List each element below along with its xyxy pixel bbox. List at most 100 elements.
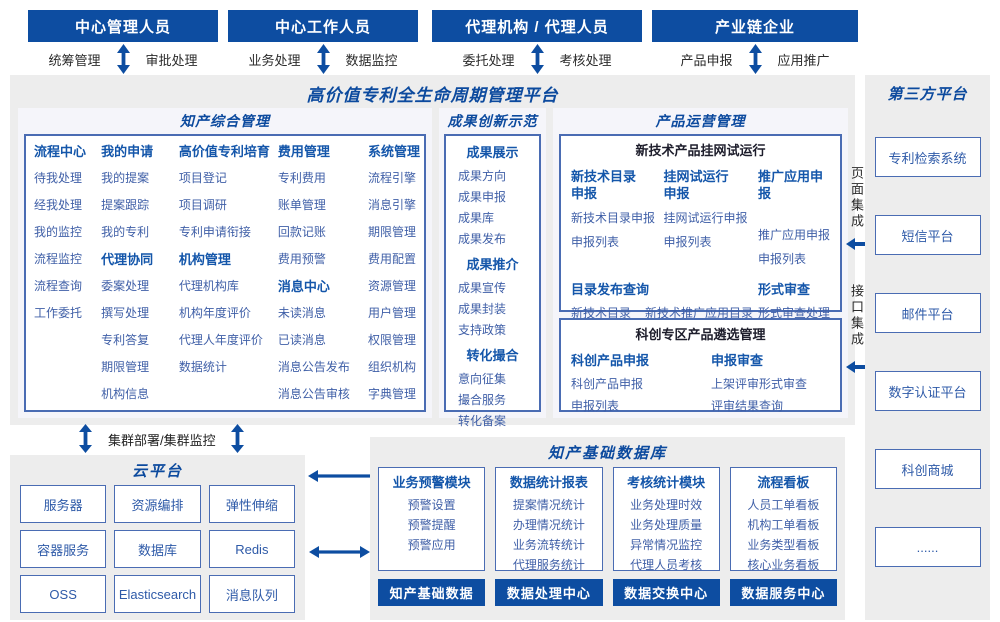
menu-item: 新技术推广应用目录: [645, 306, 754, 320]
vertical-double-arrow-icon: [116, 44, 130, 74]
menu-item: 申报列表: [757, 252, 806, 266]
menu-column: 费用管理 专利费用账单管理回款记账费用预警 消息中心 未读消息已读消息消息公告发…: [278, 138, 368, 410]
module-item: 办理情况统计: [512, 518, 585, 532]
menu-item: 回款记账: [277, 225, 326, 239]
third-party-system: ......: [874, 527, 981, 567]
menu-group-header: 推广应用申报: [757, 169, 823, 201]
third-party-system: 科创商城: [874, 449, 981, 489]
cloud-service: Elasticsearch: [114, 575, 201, 613]
cluster-label: 集群部署/集群监控: [108, 433, 216, 448]
third-party-system: 短信平台: [874, 215, 981, 255]
menu-group-header: 消息中心: [277, 279, 330, 294]
module-item: 业务处理时效: [630, 498, 703, 512]
module-item: 业务流转统计: [512, 538, 585, 552]
menu-column: 我的申请 我的提案提案跟踪我的专利 代理协同 委案处理撰写处理专利答复期限管理机…: [101, 138, 179, 410]
menu-item: 已读消息: [277, 333, 326, 347]
module-item: 提案情况统计: [512, 498, 585, 512]
module-item: 预警设置: [407, 498, 456, 512]
menu-group-header: 我的申请: [101, 144, 154, 159]
module-item: 代理服务统计: [512, 558, 585, 572]
actor-role-label: 审批处理: [145, 52, 198, 68]
menu-item: 撮合服务: [458, 393, 507, 407]
sub-section-title: 科创专区产品遴选管理: [635, 327, 766, 342]
menu-item: 待我处理: [34, 171, 83, 185]
menu-item: 费用预警: [277, 252, 326, 266]
module-header: 考核统计模块: [627, 475, 706, 490]
menu-group-header: 成果展示: [466, 145, 519, 160]
menu-item: 成果宣传: [458, 281, 507, 295]
menu-item: 提案跟踪: [101, 198, 150, 212]
menu-item: 申报列表: [571, 235, 620, 249]
cloud-service: Redis: [208, 530, 295, 568]
actor-role-label: 业务处理: [248, 52, 301, 68]
menu-item: 期限管理: [101, 360, 150, 374]
menu-group-header: 新技术目录申报: [571, 169, 637, 201]
menu-item: 成果库: [458, 211, 495, 225]
selection-panel: 科创专区产品遴选管理 科创产品申报 科创产品申报申报列表 申报审查 上架评审形式…: [559, 318, 842, 413]
menu-item: 项目调研: [178, 198, 227, 212]
db-module: 业务预警模块 预警设置预警提醒预警应用: [378, 467, 486, 571]
menu-item: 消息引擎: [367, 198, 416, 212]
actor-banner: 中心管理人员: [28, 10, 218, 42]
menu-group-header: 费用管理: [277, 144, 330, 159]
menu-item: 账单管理: [277, 198, 326, 212]
data-center-bar: 数据处理中心: [495, 579, 603, 606]
vertical-double-arrow-icon: [748, 44, 762, 74]
menu-item: 资源管理: [367, 279, 416, 293]
vertical-double-arrow-icon: [316, 44, 330, 74]
menu-group-header: 申报审查: [711, 353, 764, 368]
third-party-panel: 第三方平台 专利检索系统短信平台邮件平台数字认证平台科创商城......: [865, 75, 990, 620]
menu-item: 成果申报: [458, 190, 507, 204]
cloud-title: 云平台: [131, 463, 183, 480]
menu-column: 推广应用申报 推广应用申报申报列表: [758, 164, 830, 271]
cloud-service: 数据库: [114, 530, 201, 568]
menu-item: 流程引擎: [367, 171, 416, 185]
menu-item: 数据统计: [178, 360, 227, 374]
menu-item: 流程监控: [34, 252, 83, 266]
menu-item: 未读消息: [277, 306, 326, 320]
db-module: 数据统计报表 提案情况统计办理情况统计业务流转统计代理服务统计: [495, 467, 603, 572]
menu-item: 我的专利: [101, 225, 150, 239]
menu-column: 流程中心 待我处理经我处理我的监控流程监控流程查询工作委托: [34, 138, 101, 410]
module-item: 预警应用: [407, 538, 456, 552]
cloud-service: OSS: [20, 575, 107, 613]
menu-item: 成果封装: [458, 302, 507, 316]
db-module: 考核统计模块 业务处理时效业务处理质量异常情况监控代理人员考核: [612, 467, 720, 572]
menu-item: 推广应用申报: [757, 228, 830, 242]
data-center-bar: 数据交换中心: [612, 579, 720, 606]
menu-group-header: 高价值专利培育: [178, 144, 270, 159]
menu-item: 专利费用: [277, 171, 326, 185]
module-item: 核心业务看板: [747, 558, 820, 572]
ip-database: 知产基础数据库 业务预警模块 预警设置预警提醒预警应用 数据统计报表 提案情况统…: [370, 437, 845, 620]
actor-role-label: 统筹管理: [48, 52, 101, 68]
module-item: 人员工单看板: [747, 498, 820, 512]
module-header: 业务预警模块: [392, 475, 471, 490]
menu-item: 工作委托: [34, 306, 83, 320]
menu-item: 成果发布: [458, 232, 507, 246]
vertical-double-arrow-icon: [530, 44, 544, 74]
menu-item: 新技术目录申报: [571, 211, 656, 225]
sub-section-title: 新技术产品挂网试运行: [635, 143, 766, 158]
section-title: 产品运营管理: [655, 113, 746, 129]
menu-item: 申报列表: [571, 399, 620, 413]
section-ip-management: 知产综合管理 流程中心 待我处理经我处理我的监控流程监控流程查询工作委托 我的申…: [18, 108, 432, 418]
left-arrow-icon: [308, 470, 370, 482]
menu-group-header: 代理协同: [101, 252, 154, 267]
menu-group-header: 流程中心: [34, 144, 87, 159]
menu-item: 代理人年度评价: [178, 333, 263, 347]
menu-item: 机构年度评价: [178, 306, 251, 320]
menu-item: 撰写处理: [101, 306, 150, 320]
menu-group-header: 成果推介: [466, 257, 519, 272]
vertical-double-arrow-icon: [79, 424, 92, 453]
section-product-ops: 产品运营管理 新技术产品挂网试运行 新技术目录申报 新技术目录申报申报列表 挂网…: [553, 108, 848, 418]
module-item: 业务类型看板: [747, 538, 820, 552]
actor-role-label: 应用推广: [777, 52, 830, 68]
menu-item: 上架评审形式审查: [711, 377, 808, 391]
module-header: 数据统计报表: [509, 475, 588, 490]
platform-title: 高价值专利全生命周期管理平台: [306, 86, 559, 105]
trial-run-panel: 新技术产品挂网试运行 新技术目录申报 新技术目录申报申报列表 挂网试运行申报 挂…: [559, 134, 842, 342]
menu-column: 新技术目录申报 新技术目录申报申报列表: [571, 164, 664, 271]
menu-item: 挂网试运行申报: [663, 211, 748, 225]
menu-item: 评审结果查询: [711, 399, 784, 413]
menu-item: 成果方向: [458, 169, 507, 183]
